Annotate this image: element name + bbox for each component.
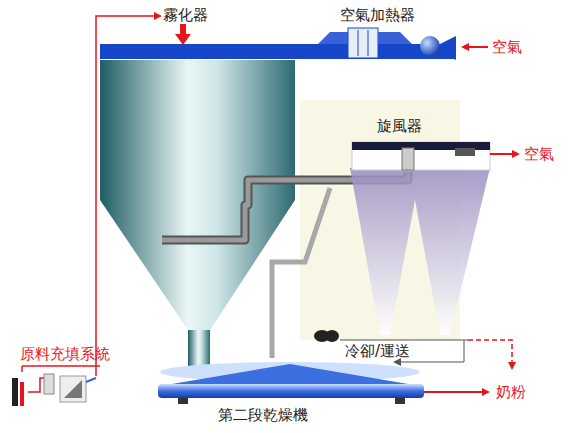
part-name: 冷卻/運送 <box>345 342 410 360</box>
part-name: 旋風器 <box>377 117 422 135</box>
flow-label: 空氣 <box>492 38 522 56</box>
part-name: 霧化器 <box>163 6 208 24</box>
part-name: 原料充填系統 <box>20 345 110 363</box>
product-label: 奶粉 <box>496 383 526 401</box>
part-name: 第二段乾燥機 <box>218 406 308 424</box>
part-name: 空氣加熱器 <box>340 6 415 24</box>
flow-label: 空氣 <box>524 145 554 163</box>
